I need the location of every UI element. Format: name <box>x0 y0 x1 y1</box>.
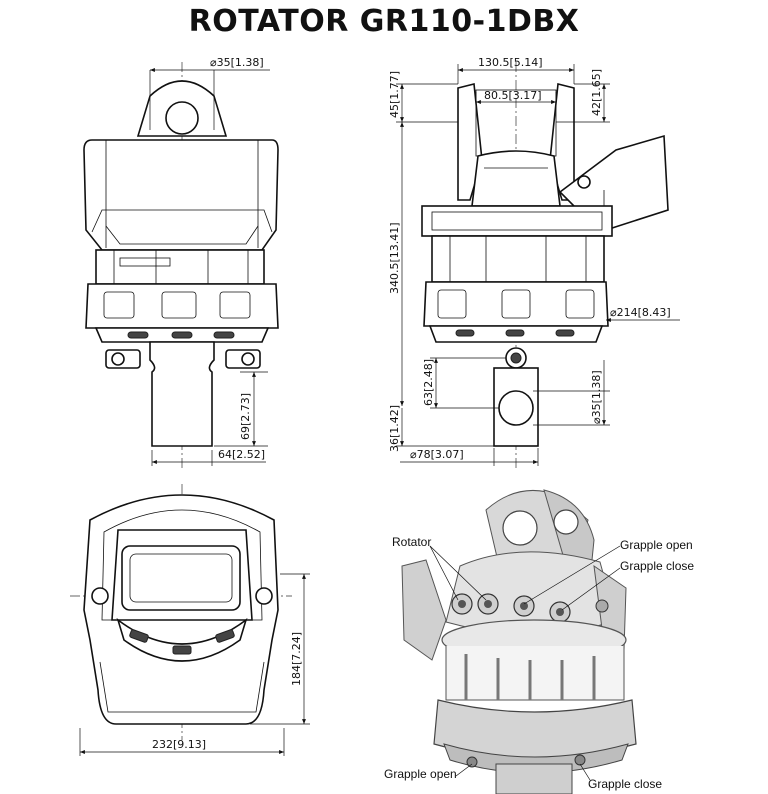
bottom-view: 184[7.24] 232[9.13] <box>70 484 310 756</box>
dim-bottom-232: 232[9.13] <box>152 738 206 751</box>
side-flange <box>421 205 613 237</box>
callout-grapple-close-bottom: Grapple close <box>588 777 662 791</box>
dim-side-63: 63[2.48] <box>422 359 435 406</box>
dim-side-dia-78: ⌀78[3.07] <box>410 448 464 461</box>
dim-bottom-184: 184[7.24] <box>290 632 303 686</box>
callout-grapple-close-top: Grapple close <box>620 559 694 573</box>
callout-grapple-open-top: Grapple open <box>620 538 693 552</box>
dim-side-340: 340.5[13.41] <box>388 222 401 294</box>
dim-front-pin-dia: ⌀35[1.38] <box>210 56 264 69</box>
front-swivel-shaft <box>149 341 215 447</box>
callout-grapple-open-bottom: Grapple open <box>384 767 457 781</box>
dim-side-35: ⌀35[1.38] <box>590 370 603 424</box>
side-lower-pin-hole <box>498 390 534 426</box>
dim-side-45: 45[1.77] <box>388 71 401 118</box>
side-view: 130.5[5.14] 80.5[3.17] 45[1.77] 42[1.65]… <box>388 56 680 470</box>
side-rotator-body <box>431 235 605 283</box>
bottom-right-bolt <box>255 587 273 605</box>
dim-side-36: 36[1.42] <box>388 405 401 452</box>
dim-side-dia-214: ⌀214[8.43] <box>610 306 671 319</box>
dim-side-width-130: 130.5[5.14] <box>478 56 543 69</box>
dim-front-height-69: 69[2.73] <box>239 393 252 440</box>
dim-side-42: 42[1.65] <box>590 69 603 116</box>
bottom-left-bolt <box>91 587 109 605</box>
side-bolt-ring <box>423 281 609 327</box>
callout-rotator: Rotator <box>392 535 431 549</box>
dim-front-width-64: 64[2.52] <box>218 448 265 461</box>
front-bolt-ring <box>85 283 279 329</box>
front-view: ⌀35[1.38] 69[2.73] 64[2.52] <box>83 56 279 470</box>
front-housing <box>83 139 279 251</box>
dim-side-width-80: 80.5[3.17] <box>484 89 542 102</box>
drawing-title: ROTATOR GR110-1DBX <box>188 4 580 39</box>
front-rotator-body <box>95 249 265 285</box>
rotator-3d-render <box>401 489 637 794</box>
